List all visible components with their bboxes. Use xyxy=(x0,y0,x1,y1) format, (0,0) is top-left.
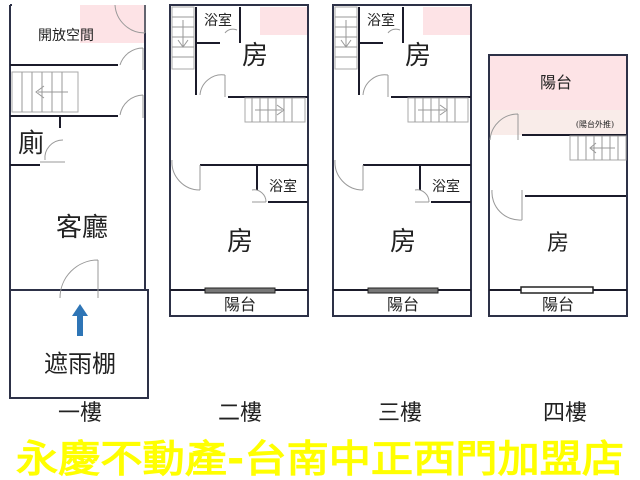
floor-1-label: 一樓 xyxy=(58,401,102,426)
bathroom-bottom-label: 浴室 xyxy=(269,178,297,195)
open-space-area xyxy=(80,5,145,43)
living-room-label: 客廳 xyxy=(56,213,108,243)
balcony-label: 陽台 xyxy=(224,295,256,314)
floor-3-label: 三樓 xyxy=(378,401,422,426)
room-top-label: 房 xyxy=(242,41,268,71)
floor-3-plan: 浴室 房 浴室 房 陽台 xyxy=(332,4,472,317)
watermark: 永慶不動產-台南中正西門加盟店 xyxy=(16,437,624,480)
toilet-label: 廁 xyxy=(18,129,44,159)
door-icon xyxy=(119,94,144,118)
balcony-label: 陽台 xyxy=(387,295,419,314)
room-bottom-label: 房 xyxy=(227,227,253,257)
balcony-top-label: 陽台 xyxy=(540,73,572,92)
door-icon xyxy=(59,259,99,299)
floor-2-plan: 浴室 房 浴室 房 陽台 xyxy=(169,4,309,317)
bathroom-top-label: 浴室 xyxy=(204,12,232,29)
floor-4-plan: 陽台 (陽台外推) 房 陽台 xyxy=(488,54,628,317)
floor-2-label: 二樓 xyxy=(218,401,262,426)
balcony-extension-label: (陽台外推) xyxy=(576,119,614,129)
canopy-label: 遮雨棚 xyxy=(44,350,116,378)
door-icon xyxy=(114,4,146,34)
door-icon xyxy=(119,47,144,70)
floor-4-label: 四樓 xyxy=(543,401,587,426)
room-bottom-label: 房 xyxy=(390,227,416,257)
open-space-label: 開放空間 xyxy=(38,28,94,44)
room-top-label: 房 xyxy=(405,41,431,71)
floor-1-plan: 開放空間 廁 客廳 遮雨棚 xyxy=(9,4,149,399)
bathroom-top-label: 浴室 xyxy=(367,12,395,29)
balcony-label: 陽台 xyxy=(542,295,574,314)
room-label: 房 xyxy=(547,231,569,256)
bathroom-bottom-label: 浴室 xyxy=(432,178,460,195)
door-icon xyxy=(40,139,65,163)
entry-arrow-icon xyxy=(72,304,88,336)
